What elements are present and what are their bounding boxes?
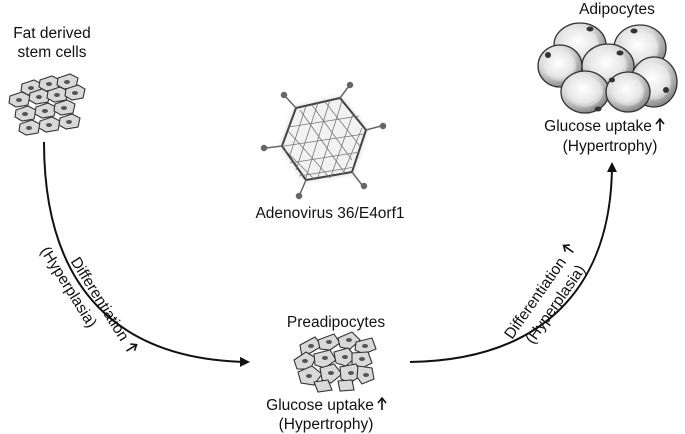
preadipocytes-hypertrophy-label: (Hypertrophy) — [279, 416, 374, 433]
up-arrow-icon — [125, 343, 138, 352]
stem-cells-label-line1: Fat derived — [13, 25, 91, 42]
preadipocytes-glucose-label: Glucose uptake — [266, 397, 374, 414]
left-differentiation-arrow — [43, 141, 250, 367]
adipocytes-glucose-label: Glucose uptake — [544, 118, 652, 135]
right-arrow-annotation: Differentiation (Hyperplasia) — [501, 244, 589, 347]
up-arrow-icon — [377, 396, 387, 410]
up-arrow-icon — [562, 244, 574, 254]
left-arrow-annotation: Differentiation (Hyperplasia) — [37, 244, 138, 352]
preadipocytes-label: Preadipocytes — [287, 314, 385, 331]
adipocytes-label: Adipocytes — [579, 1, 655, 18]
preadipocytes-icon — [293, 331, 377, 393]
adipocytes-icon — [537, 22, 678, 114]
virus-label: Adenovirus 36/E4orf1 — [255, 205, 404, 222]
up-arrow-icon — [655, 117, 665, 131]
stem-cells-icon — [8, 73, 86, 136]
right-differentiation-arrow — [409, 162, 617, 363]
stem-cells-label-line2: stem cells — [18, 44, 87, 61]
adipocytes-hypertrophy-label: (Hypertrophy) — [563, 138, 658, 155]
adenovirus-icon — [260, 81, 387, 200]
